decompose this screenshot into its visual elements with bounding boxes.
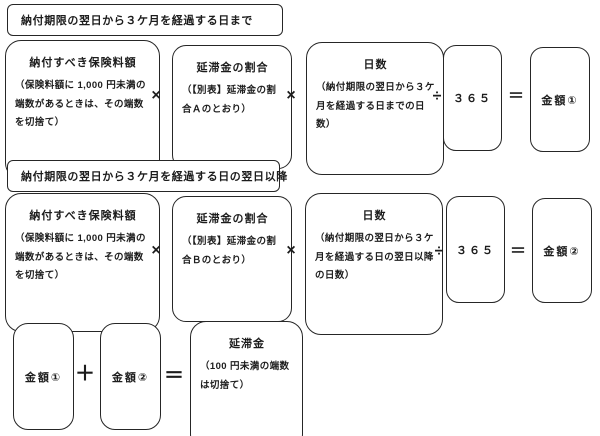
section2-rate-title: 延滞金の割合: [196, 213, 269, 225]
section3-total-note: （100 円未満の端数は切捨て）: [200, 361, 290, 391]
section2-result: 金額②: [543, 245, 581, 258]
multiply-operator: ×: [151, 242, 161, 259]
section3-amount1: 金額①: [24, 371, 63, 384]
divide-operator: ÷: [434, 243, 444, 260]
section2-premium-title: 納付すべき保険料額: [29, 210, 137, 222]
section1-days-box: 日数 （納付期限の翌日から３ケ月を経過する日までの日数）: [306, 42, 444, 175]
equals-operator: ＝: [507, 88, 524, 105]
multiply-operator: ×: [151, 87, 161, 104]
section1-365-box: ３６５: [443, 45, 502, 151]
section1-result-box: 金額①: [530, 47, 590, 152]
section1-result: 金額①: [541, 94, 579, 107]
section3-amount2: 金額②: [111, 371, 150, 384]
section2-days-title: 日数: [362, 210, 387, 222]
section3-amount1-box: 金額①: [13, 323, 74, 430]
section2-premium-box: 納付すべき保険料額 （保険料額に 1,000 円未満の端数があるときは、その端数…: [5, 193, 160, 332]
section1-premium-note: （保険料額に 1,000 円未満の端数があるときは、その端数を切捨て）: [15, 80, 146, 129]
plus-operator: ＋: [75, 363, 95, 385]
section1-title: 納付期限の翌日から３ケ月を経過する日まで: [21, 15, 253, 27]
multiply-operator: ×: [286, 242, 296, 259]
section1-days-per-year: ３６５: [453, 93, 492, 105]
section2-premium-note: （保険料額に 1,000 円未満の端数があるときは、その端数を切捨て）: [15, 233, 146, 282]
section2-rate-note: （【別表】延滞金の割合Ｂのとおり）: [182, 236, 277, 266]
equals-operator: ＝: [509, 243, 526, 260]
section2-days-box: 日数 （納付期限の翌日から３ケ月を経過する日の翌日以降の日数）: [305, 193, 443, 335]
section3-amount2-box: 金額②: [100, 323, 161, 430]
section3-total-title: 延滞金: [229, 338, 265, 350]
section2-rate-box: 延滞金の割合 （【別表】延滞金の割合Ｂのとおり）: [172, 196, 292, 322]
section1-rate-note: （【別表】延滞金の割合Ａのとおり）: [182, 85, 277, 115]
section2-days-per-year: ３６５: [456, 244, 495, 257]
section1-rate-title: 延滞金の割合: [196, 62, 269, 74]
section1-days-note: （納付期限の翌日から３ケ月を経過する日までの日数）: [316, 82, 435, 131]
divide-operator: ÷: [432, 88, 442, 105]
multiply-operator: ×: [286, 87, 296, 104]
section2-title: 納付期限の翌日から３ケ月を経過する日の翌日以降: [21, 171, 288, 183]
section1-premium-box: 納付すべき保険料額 （保険料額に 1,000 円未満の端数があるときは、その端数…: [5, 40, 160, 179]
section2-days-note: （納付期限の翌日から３ケ月を経過する日の翌日以降の日数）: [315, 233, 434, 282]
section1-rate-box: 延滞金の割合 （【別表】延滞金の割合Ａのとおり）: [172, 45, 292, 169]
section3-total-box: 延滞金 （100 円未満の端数は切捨て）: [190, 321, 303, 436]
section2-title-box: 納付期限の翌日から３ケ月を経過する日の翌日以降: [7, 160, 287, 192]
equals-operator: ＝: [164, 365, 184, 387]
section1-days-title: 日数: [363, 59, 388, 71]
section1-premium-title: 納付すべき保険料額: [29, 57, 137, 69]
section2-result-box: 金額②: [532, 198, 592, 303]
section2-365-box: ３６５: [446, 196, 505, 303]
section1-title-box: 納付期限の翌日から３ケ月を経過する日まで: [7, 4, 283, 36]
